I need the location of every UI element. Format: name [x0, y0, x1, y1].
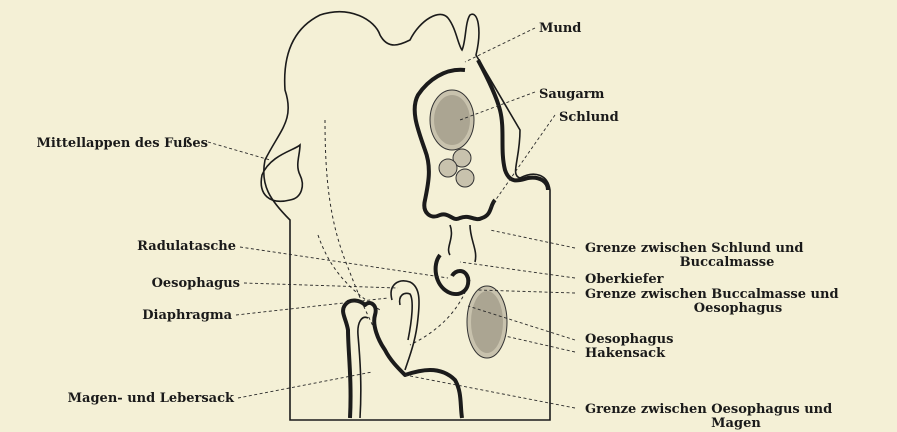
label-magen-lebersack: Magen- und Lebersack	[68, 391, 235, 406]
label-oesophagus-right: Oesophagus	[585, 332, 673, 347]
radula-sac	[436, 255, 469, 294]
leader-hakensack	[505, 336, 575, 352]
label-schlund: Schlund	[559, 110, 619, 125]
label-radulatasche: Radulatasche	[137, 239, 236, 254]
label-saugarm: Saugarm	[539, 87, 605, 102]
leader-radulatasche	[240, 247, 448, 278]
body-outline	[264, 12, 550, 420]
saugarm-gland-stipple	[434, 95, 470, 145]
leader-oberkiefer	[460, 262, 575, 278]
label-mund: Mund	[539, 21, 581, 36]
oesophagus-loop	[391, 281, 419, 370]
stomach-sac-inner	[358, 317, 368, 418]
label-grenze-oeso-magen-2: Magen	[711, 416, 761, 431]
label-hakensack: Hakensack	[585, 346, 666, 361]
pharynx-wall-right	[478, 60, 548, 190]
leader-mittellappen	[208, 142, 270, 160]
label-grenze-schlund-1: Grenze zwischen Schlund und	[585, 241, 804, 256]
label-grenze-buccal-1: Grenze zwischen Buccalmasse und	[585, 287, 839, 302]
label-grenze-buccal-2: Oesophagus	[694, 301, 782, 316]
label-mittellappen: Mittellappen des Fußes	[37, 136, 208, 151]
gland-lobule	[456, 169, 474, 187]
inner-dashed-line-left	[325, 120, 375, 330]
label-oberkiefer: Oberkiefer	[585, 272, 664, 287]
leader-grenze-schlund	[490, 230, 575, 248]
leader-oesophagus-left	[244, 283, 398, 288]
hakensack-stipple	[471, 291, 503, 353]
leader-mund	[465, 28, 535, 62]
buccal-tube	[449, 225, 476, 262]
gland-lobule	[439, 159, 457, 177]
label-diaphragma: Diaphragma	[142, 308, 232, 323]
foot-middle-lobe	[261, 145, 302, 201]
label-oesophagus-left: Oesophagus	[152, 276, 240, 291]
label-grenze-schlund-2: Buccalmasse	[680, 255, 775, 270]
leader-schlund	[490, 115, 555, 208]
inner-dashed-line-mid	[318, 235, 380, 310]
label-grenze-oeso-magen-1: Grenze zwischen Oesophagus und	[585, 402, 832, 417]
